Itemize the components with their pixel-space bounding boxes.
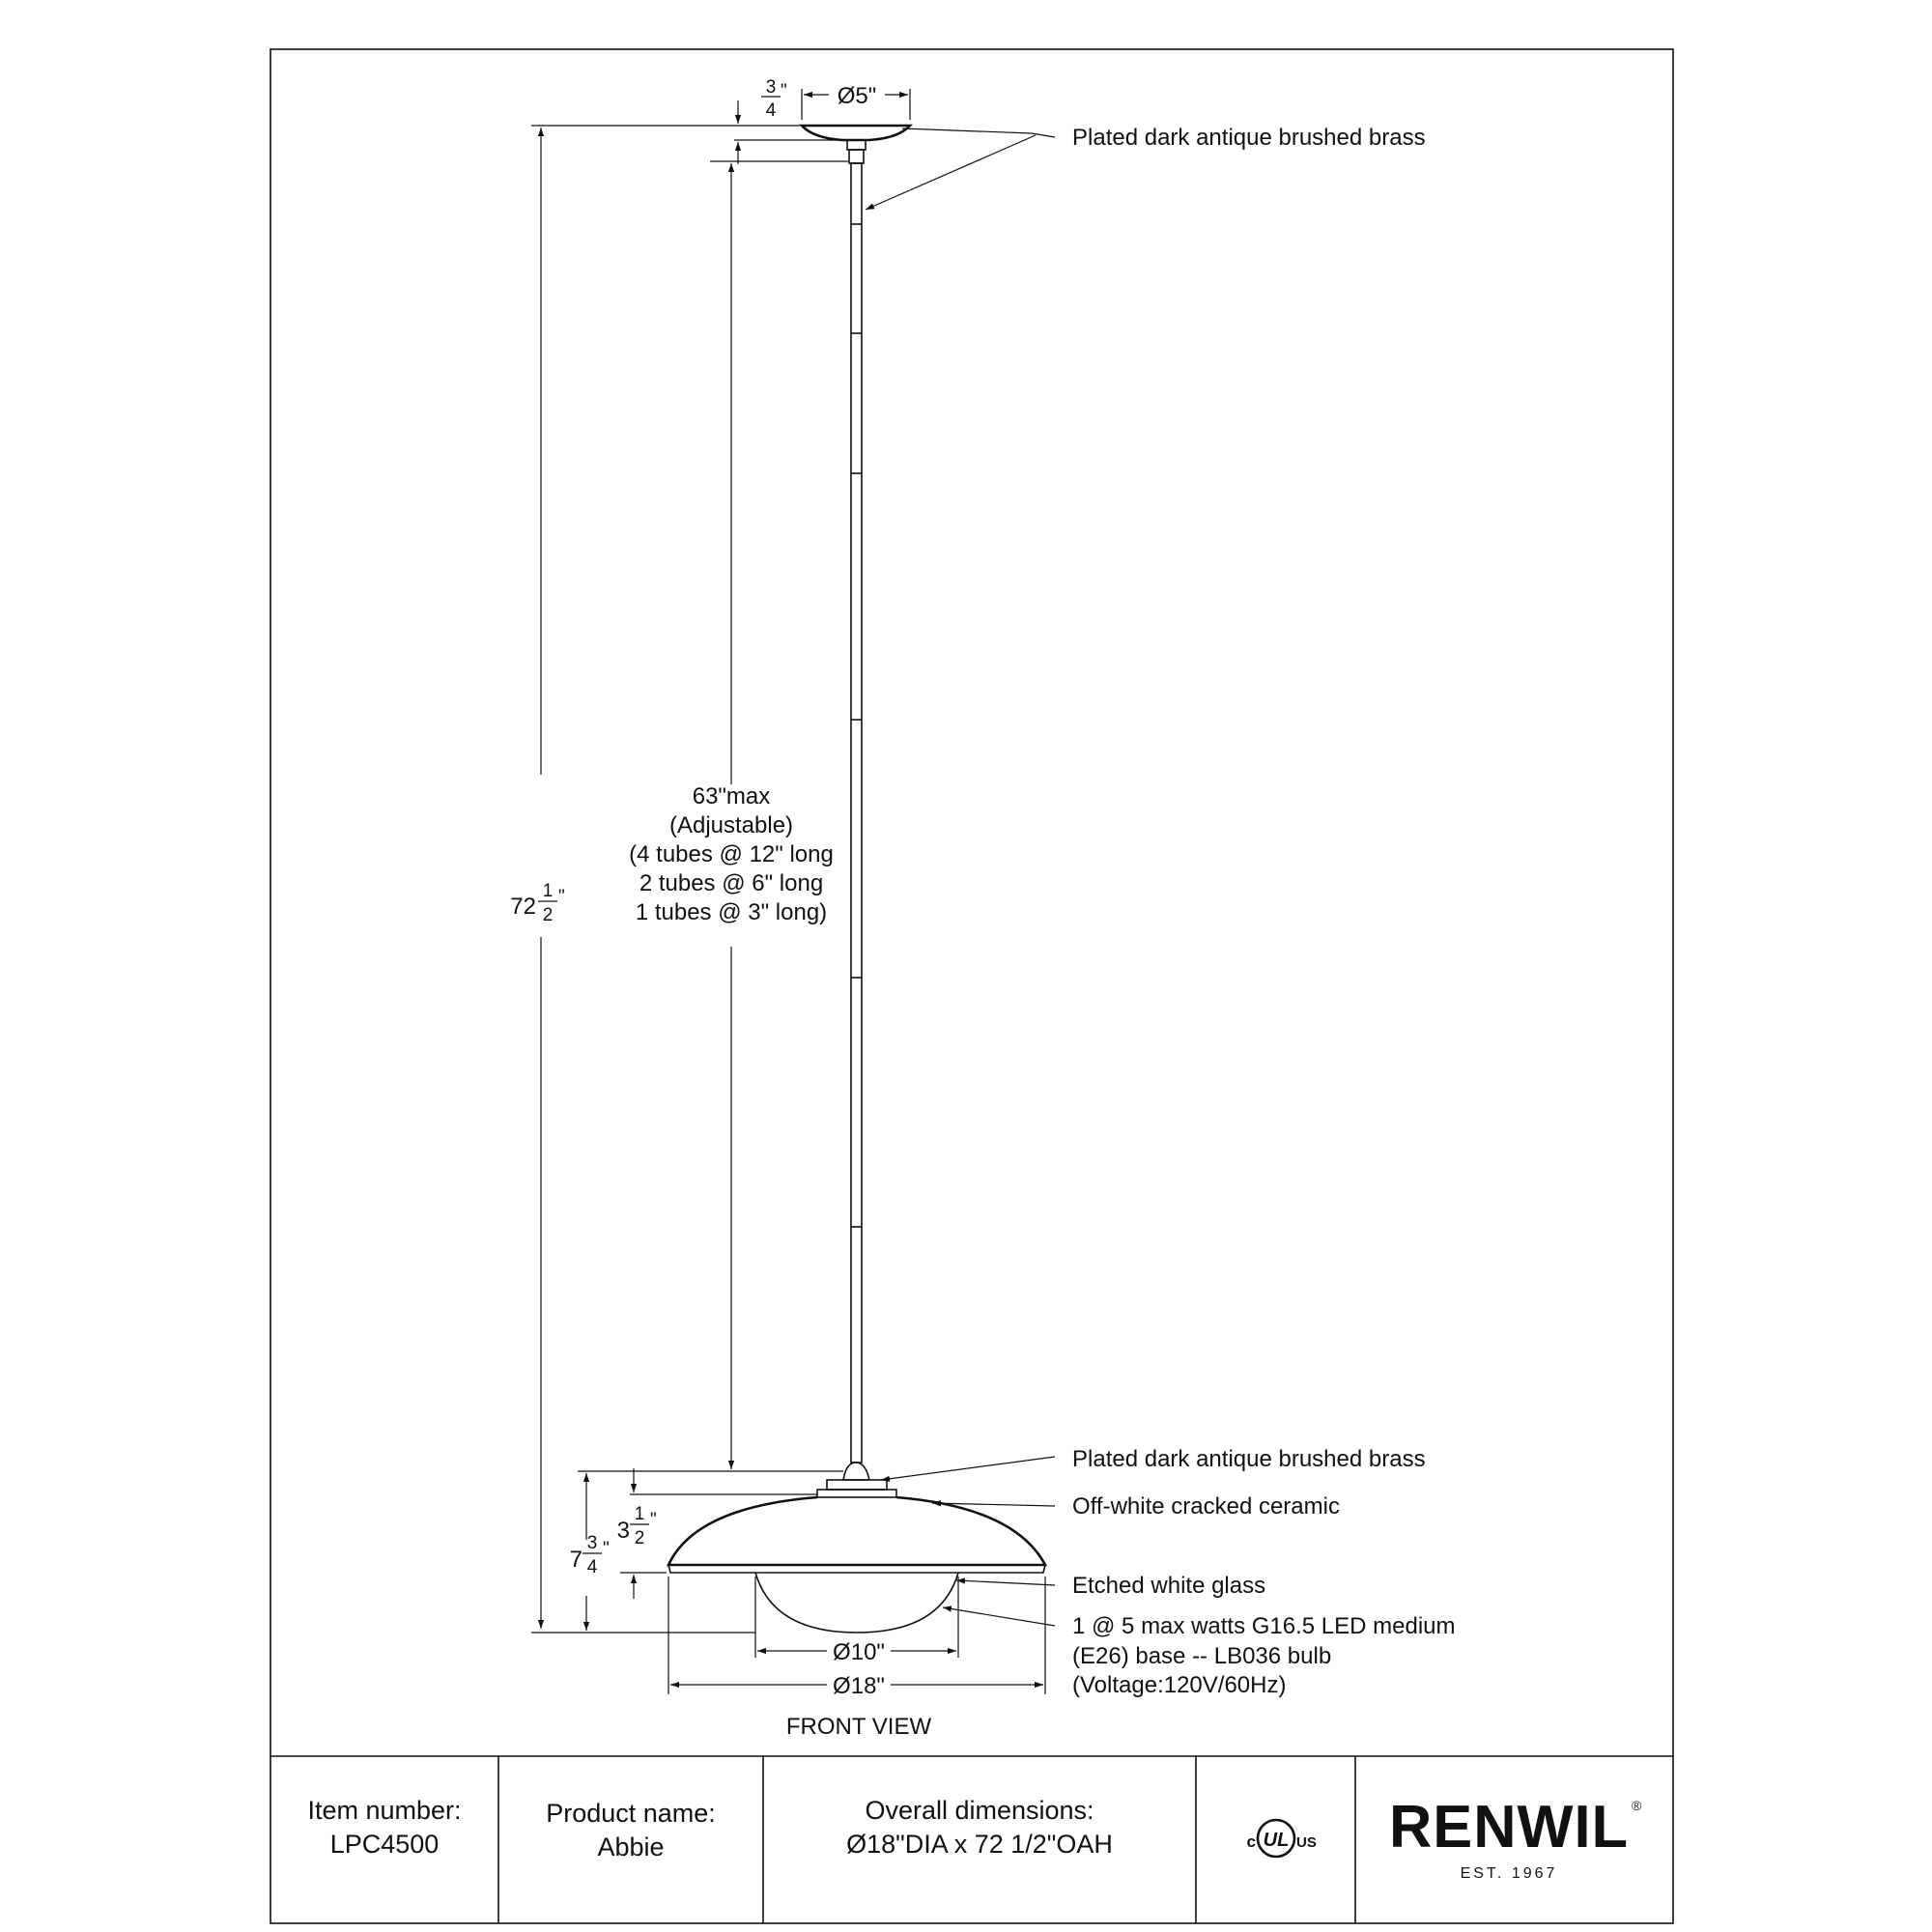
- glass-diffuser: [754, 1572, 959, 1634]
- svg-text:US: US: [1296, 1834, 1317, 1851]
- product-name-value: Abbie: [597, 1833, 664, 1861]
- canopy-height-dimension: 3 4 ": [761, 77, 787, 121]
- svg-text:c: c: [1247, 1833, 1256, 1851]
- stem-length-dimension: 63"max (Adjustable) (4 tubes @ 12" long …: [629, 783, 834, 925]
- svg-text:1: 1: [635, 1504, 645, 1524]
- svg-text:": ": [781, 81, 787, 101]
- product-name-label: Product name:: [546, 1799, 716, 1828]
- overall-dimensions-label: Overall dimensions:: [865, 1796, 1094, 1825]
- svg-text:EST. 1967: EST. 1967: [1461, 1865, 1558, 1882]
- overall-dimensions-value: Ø18"DIA x 72 1/2"OAH: [846, 1830, 1113, 1859]
- bulb-spec-line3: (Voltage:120V/60Hz): [1072, 1672, 1286, 1698]
- svg-text:1 tubes @ 3" long): 1 tubes @ 3" long): [636, 899, 827, 925]
- canopy-diameter-dimension: Ø5": [838, 83, 877, 109]
- svg-text:4: 4: [587, 1557, 598, 1577]
- diffuser-material-callout: Etched white glass: [1072, 1573, 1265, 1599]
- stem: [850, 162, 863, 1463]
- svg-text:UL: UL: [1264, 1830, 1290, 1851]
- svg-text:2: 2: [543, 905, 554, 925]
- bulb-spec-line2: (E26) base -- LB036 bulb: [1072, 1643, 1331, 1669]
- fitter-finish-callout: Plated dark antique brushed brass: [1072, 1446, 1426, 1472]
- ceramic-shade: [666, 1495, 1048, 1567]
- cul-us-certification-icon: UL c US: [1247, 1818, 1317, 1859]
- shade-height-dimension: 3 1 2 ": [617, 1504, 657, 1548]
- svg-text:®: ®: [1632, 1798, 1642, 1813]
- fixture-drawing: [666, 124, 1048, 1634]
- svg-text:1: 1: [543, 881, 554, 901]
- fitter: [842, 1462, 870, 1481]
- svg-text:7: 7: [570, 1547, 582, 1573]
- canopy-finish-callout: Plated dark antique brushed brass: [1072, 125, 1426, 151]
- item-number-label: Item number:: [307, 1796, 461, 1825]
- svg-text:63"max: 63"max: [693, 783, 771, 810]
- canopy: [799, 124, 913, 142]
- svg-text:2 tubes @ 6" long: 2 tubes @ 6" long: [639, 870, 823, 896]
- svg-text:": ": [650, 1510, 657, 1530]
- item-number-value: LPC4500: [330, 1830, 440, 1859]
- renwil-logo: RENWIL ® EST. 1967: [1389, 1794, 1642, 1882]
- shade-material-callout: Off-white cracked ceramic: [1072, 1493, 1340, 1520]
- dimension-lines: [531, 89, 1046, 1694]
- svg-text:3: 3: [766, 77, 777, 98]
- svg-text:72: 72: [510, 894, 536, 920]
- svg-text:": ": [558, 887, 565, 907]
- svg-text:(4 tubes @ 12" long: (4 tubes @ 12" long: [629, 841, 834, 867]
- bulb-spec-line1: 1 @ 5 max watts G16.5 LED medium: [1072, 1613, 1456, 1639]
- svg-text:": ": [603, 1539, 610, 1559]
- view-label: FRONT VIEW: [786, 1714, 932, 1740]
- shade-diameter-dimension: Ø18": [833, 1673, 885, 1699]
- sheet-border: [270, 48, 1674, 1924]
- svg-text:3: 3: [587, 1533, 598, 1553]
- leader-lines: [865, 128, 1056, 1627]
- svg-text:3: 3: [617, 1518, 630, 1544]
- svg-text:4: 4: [766, 100, 777, 121]
- svg-text:2: 2: [635, 1528, 645, 1548]
- svg-text:RENWIL: RENWIL: [1389, 1794, 1629, 1861]
- svg-text:(Adjustable): (Adjustable): [669, 812, 793, 838]
- glass-diameter-dimension: Ø10": [833, 1639, 885, 1665]
- overall-height-dimension: 72 1 2 ": [510, 881, 564, 925]
- fixture-height-dimension: 7 3 4 ": [570, 1533, 610, 1577]
